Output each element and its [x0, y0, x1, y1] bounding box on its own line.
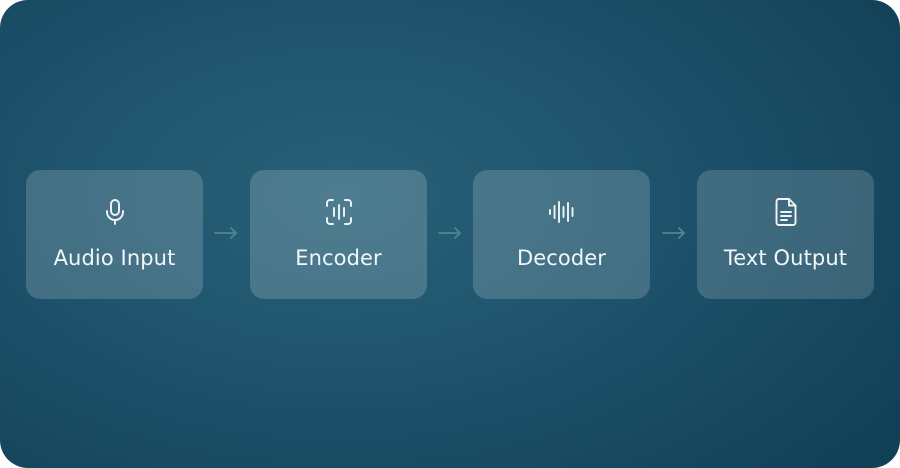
step-label: Decoder	[516, 246, 607, 270]
step-label: Audio Input	[53, 246, 176, 270]
step-encoder: Encoder	[250, 170, 427, 299]
step-audio-input: Audio Input	[26, 170, 203, 299]
microphone-icon	[99, 196, 131, 228]
step-label: Text Output	[723, 246, 848, 270]
audio-waveform-icon	[546, 196, 578, 228]
step-text-output: Text Output	[697, 170, 874, 299]
arrow-right-icon	[661, 225, 687, 241]
scan-waveform-icon	[323, 196, 355, 228]
document-icon	[770, 196, 802, 228]
arrow-right-icon	[437, 225, 463, 241]
step-decoder: Decoder	[473, 170, 650, 299]
step-label: Encoder	[295, 246, 382, 270]
arrow-right-icon	[213, 225, 239, 241]
